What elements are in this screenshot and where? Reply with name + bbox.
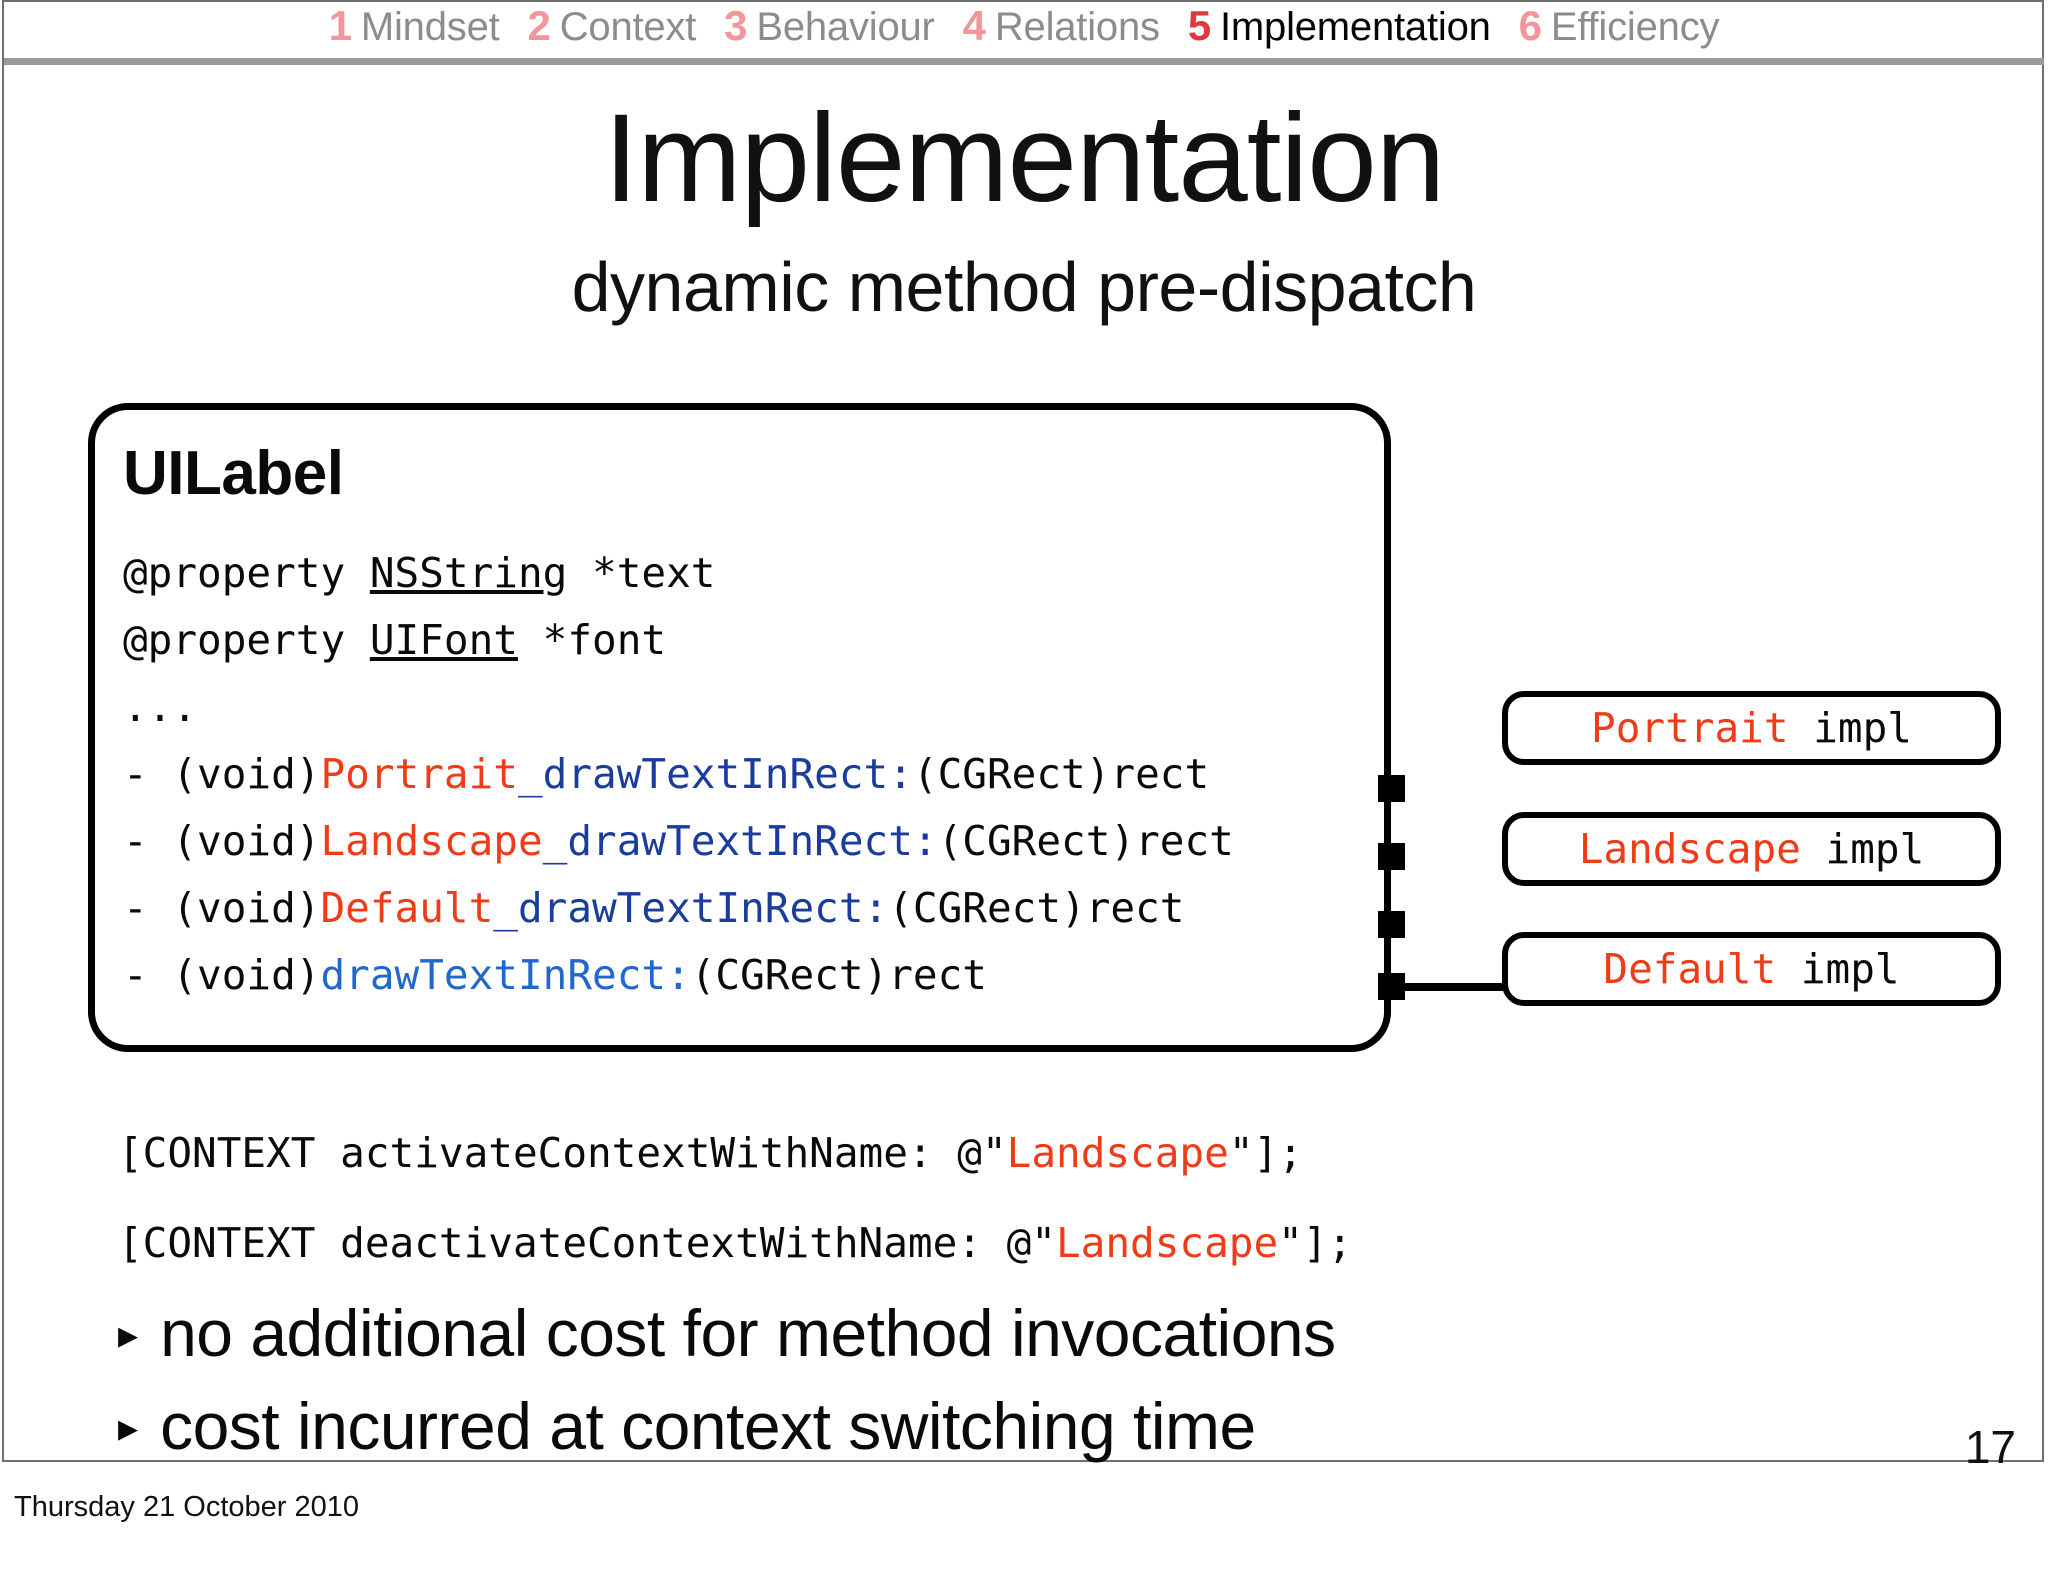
code-prop-text-part-2: *text — [567, 549, 716, 597]
code-line-method-base: - (void)drawTextInRect:(CGRect)rect — [123, 942, 1234, 1009]
code-method-landscape-part-2: _drawTextInRect: — [542, 817, 938, 865]
takeaway-bullet-list: ▸no additional cost for method invocatio… — [118, 1300, 1918, 1486]
code-method-landscape-part-3: (CGRect)rect — [937, 817, 1234, 865]
code-method-base-part-2: (CGRect)rect — [690, 951, 987, 999]
impl-box-landscape: Landscape impl — [1502, 812, 2001, 886]
code-method-default-part-1: Default — [320, 884, 494, 932]
code-line-method-landscape: - (void)Landscape_drawTextInRect:(CGRect… — [123, 808, 1234, 875]
context-line-activate: [CONTEXT activateContextWithName: @"Land… — [118, 1108, 1352, 1198]
context-line-deactivate: [CONTEXT deactivateContextWithName: @"La… — [118, 1198, 1352, 1288]
code-method-portrait-part-0: - (void) — [123, 750, 321, 798]
nav-number-5: 5 — [1187, 2, 1211, 49]
code-line-ellipsis: ... — [123, 674, 1234, 741]
code-method-base-part-1: drawTextInRect: — [320, 951, 691, 999]
code-method-default-part-0: - (void) — [123, 884, 321, 932]
code-prop-font-part-2: *font — [517, 616, 667, 664]
context-deactivate-part-2: "]; — [1278, 1219, 1353, 1267]
bullet-item-2: ▸cost incurred at context switching time — [118, 1393, 1918, 1486]
code-method-default-part-2: _drawTextInRect: — [493, 884, 889, 932]
context-activate-part-1: Landscape — [1006, 1129, 1229, 1177]
code-method-portrait-part-2: _drawTextInRect: — [517, 750, 913, 798]
dispatch-arrow-line — [1398, 983, 1538, 991]
bullet-text-2: cost incurred at context switching time — [160, 1389, 1256, 1463]
code-method-landscape-part-1: Landscape — [320, 817, 543, 865]
nav-label-relations: Relations — [994, 5, 1160, 49]
impl-suffix-default: impl — [1776, 945, 1900, 993]
nav-number-6: 6 — [1518, 2, 1542, 49]
bullet-text-1: no additional cost for method invocation… — [160, 1296, 1336, 1370]
bullet-triangle-icon: ▸ — [118, 1406, 139, 1450]
code-method-portrait-part-3: (CGRect)rect — [912, 750, 1210, 798]
connector-square-portrait — [1378, 775, 1405, 802]
code-method-base-part-0: - (void) — [123, 951, 321, 999]
code-prop-text-part-1: NSString — [369, 549, 568, 597]
nav-label-implementation: Implementation — [1219, 5, 1491, 49]
code-method-landscape-part-0: - (void) — [123, 817, 321, 865]
nav-label-efficiency: Efficiency — [1550, 5, 1720, 49]
impl-box-default: Default impl — [1502, 932, 2001, 1006]
code-method-portrait-part-1: Portrait — [320, 750, 518, 798]
context-activate-part-2: "]; — [1228, 1129, 1303, 1177]
nav-divider-rule — [4, 58, 2044, 65]
code-method-default-part-3: (CGRect)rect — [888, 884, 1185, 932]
connector-square-landscape — [1378, 843, 1405, 870]
page-subtitle: dynamic method pre-dispatch — [571, 248, 1477, 326]
connector-square-default — [1378, 911, 1405, 938]
nav-number-3: 3 — [724, 2, 748, 49]
page-title: Implementation — [603, 89, 1446, 228]
page-number: 17 — [1964, 1421, 2016, 1473]
footer-date: Thursday 21 October 2010 — [14, 1491, 359, 1523]
context-statements: [CONTEXT activateContextWithName: @"Land… — [118, 1108, 1352, 1288]
nav-number-4: 4 — [962, 2, 986, 49]
code-line-method-default: - (void)Default_drawTextInRect:(CGRect)r… — [123, 875, 1234, 942]
code-prop-text-part-0: @property — [123, 549, 370, 597]
impl-prefix-landscape: Landscape — [1578, 825, 1801, 873]
code-prop-font-part-1: UIFont — [369, 616, 518, 664]
impl-suffix-portrait: impl — [1788, 704, 1912, 752]
context-deactivate-part-0: [CONTEXT deactivateContextWithName: @" — [118, 1219, 1056, 1267]
code-line-method-portrait: - (void)Portrait_drawTextInRect:(CGRect)… — [123, 741, 1234, 808]
bullet-triangle-icon: ▸ — [118, 1313, 139, 1357]
class-code-listing: @property NSString *text@property UIFont… — [123, 540, 1234, 1009]
code-ellipsis-part-0: ... — [123, 683, 198, 731]
bullet-item-1: ▸no additional cost for method invocatio… — [118, 1300, 1918, 1393]
impl-box-portrait: Portrait impl — [1502, 691, 2001, 765]
impl-suffix-landscape: impl — [1800, 825, 1925, 873]
code-prop-font-part-0: @property — [123, 616, 370, 664]
impl-prefix-default: Default — [1603, 945, 1777, 993]
uilabel-class-box: UILabel @property NSString *text@propert… — [88, 403, 1391, 1052]
nav-number-2: 2 — [527, 2, 551, 49]
nav-label-behaviour: Behaviour — [756, 5, 935, 49]
nav-label-context: Context — [559, 5, 697, 49]
nav-label-mindset: Mindset — [360, 5, 500, 49]
impl-prefix-portrait: Portrait — [1591, 704, 1789, 752]
nav-number-1: 1 — [328, 2, 352, 49]
code-line-prop-text: @property NSString *text — [123, 540, 1234, 607]
class-name-heading: UILabel — [123, 439, 344, 508]
context-deactivate-part-1: Landscape — [1056, 1219, 1279, 1267]
context-activate-part-0: [CONTEXT activateContextWithName: @" — [118, 1129, 1007, 1177]
code-line-prop-font: @property UIFont *font — [123, 607, 1234, 674]
